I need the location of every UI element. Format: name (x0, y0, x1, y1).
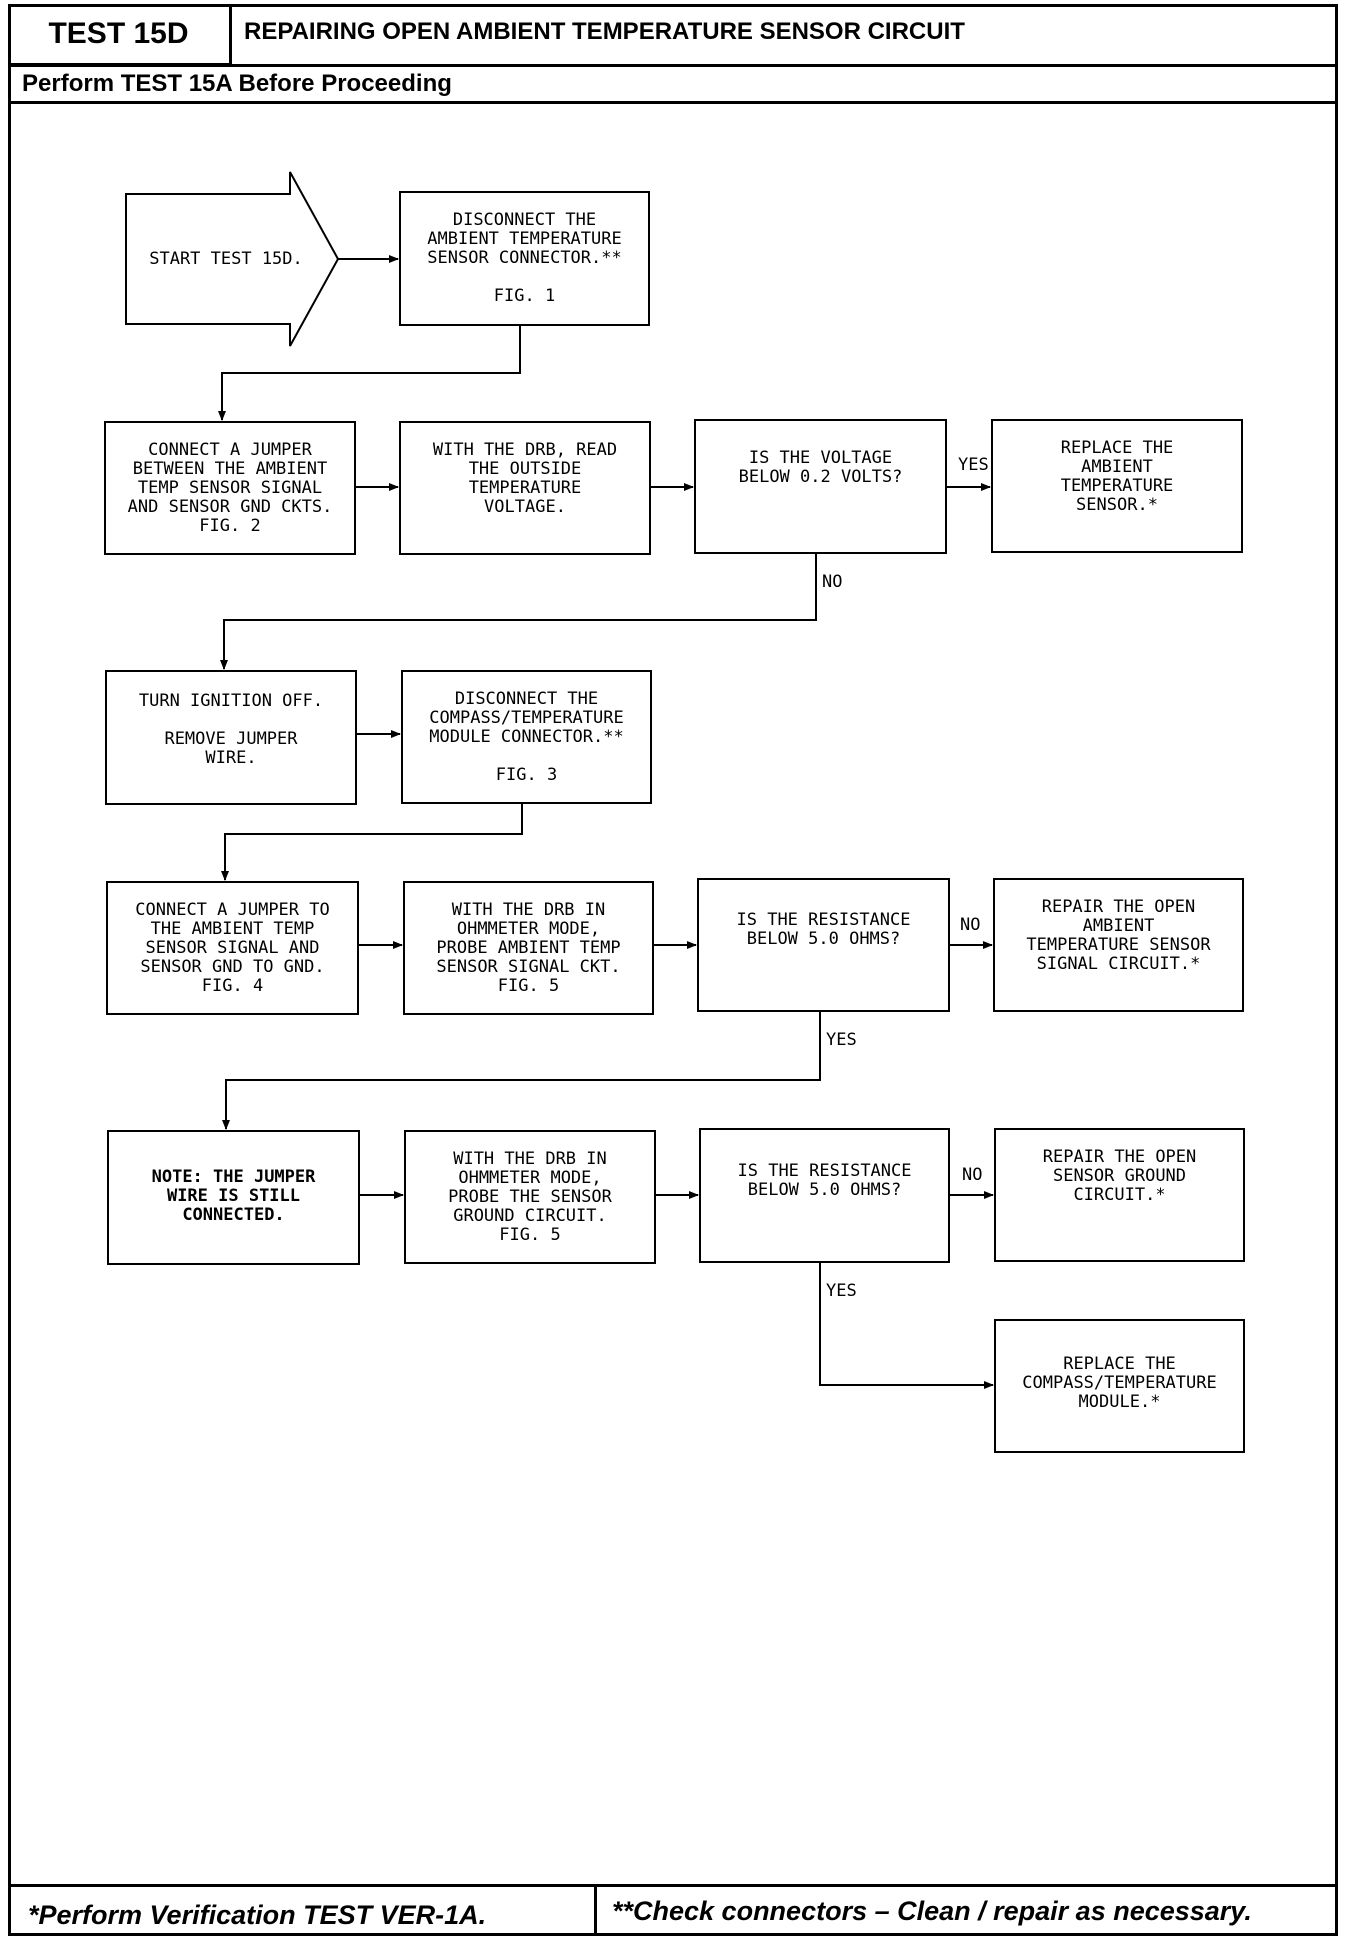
footer-separator (594, 1884, 597, 1936)
voltage-decision: IS THE VOLTAGE BELOW 0.2 VOLTS? (694, 419, 947, 554)
resistance-decision-1: IS THE RESISTANCE BELOW 5.0 OHMS? (697, 878, 950, 1012)
no-label: NO (960, 915, 981, 935)
start-label: START TEST 15D. (149, 249, 303, 269)
no-label: NO (962, 1165, 983, 1185)
subheader-divider (8, 101, 1338, 104)
yes-label: YES (826, 1030, 857, 1050)
resistance-decision-2: IS THE RESISTANCE BELOW 5.0 OHMS? (699, 1128, 950, 1263)
replace-module-step: REPLACE THE COMPASS/TEMPERATURE MODULE.* (994, 1319, 1245, 1453)
disconnect-ambient-sensor-step: DISCONNECT THE AMBIENT TEMPERATURE SENSO… (399, 191, 650, 326)
header-divider (8, 64, 1338, 67)
yes-label: YES (826, 1281, 857, 1301)
disconnect-module-step: DISCONNECT THE COMPASS/TEMPERATURE MODUL… (401, 670, 652, 804)
page-frame (8, 4, 1338, 1936)
turn-ignition-off-step: TURN IGNITION OFF. REMOVE JUMPER WIRE. (105, 670, 357, 805)
start-arrow-shape (125, 171, 340, 347)
footer-divider (8, 1884, 1338, 1887)
connect-jumper-ground-step: CONNECT A JUMPER TO THE AMBIENT TEMP SEN… (106, 881, 359, 1015)
probe-ground-step: WITH THE DRB IN OHMMETER MODE, PROBE THE… (404, 1130, 656, 1264)
connect-jumper-step: CONNECT A JUMPER BETWEEN THE AMBIENT TEM… (104, 421, 356, 555)
read-voltage-step: WITH THE DRB, READ THE OUTSIDE TEMPERATU… (399, 421, 651, 555)
footer-verification-note: *Perform Verification TEST VER-1A. (28, 1900, 487, 1930)
probe-signal-step: WITH THE DRB IN OHMMETER MODE, PROBE AMB… (403, 881, 654, 1015)
repair-ground-circuit-step: REPAIR THE OPEN SENSOR GROUND CIRCUIT.* (994, 1128, 1245, 1262)
footer-connector-note: **Check connectors – Clean / repair as n… (612, 1896, 1252, 1926)
repair-signal-circuit-step: REPAIR THE OPEN AMBIENT TEMPERATURE SENS… (993, 878, 1244, 1012)
yes-label: YES (958, 455, 989, 475)
page-title: REPAIRING OPEN AMBIENT TEMPERATURE SENSO… (244, 18, 965, 45)
no-label: NO (822, 572, 843, 592)
prerequisite-note: Perform TEST 15A Before Proceeding (22, 70, 452, 97)
replace-sensor-step: REPLACE THE AMBIENT TEMPERATURE SENSOR.* (991, 419, 1243, 553)
jumper-still-connected-note: NOTE: THE JUMPER WIRE IS STILL CONNECTED… (107, 1130, 360, 1265)
